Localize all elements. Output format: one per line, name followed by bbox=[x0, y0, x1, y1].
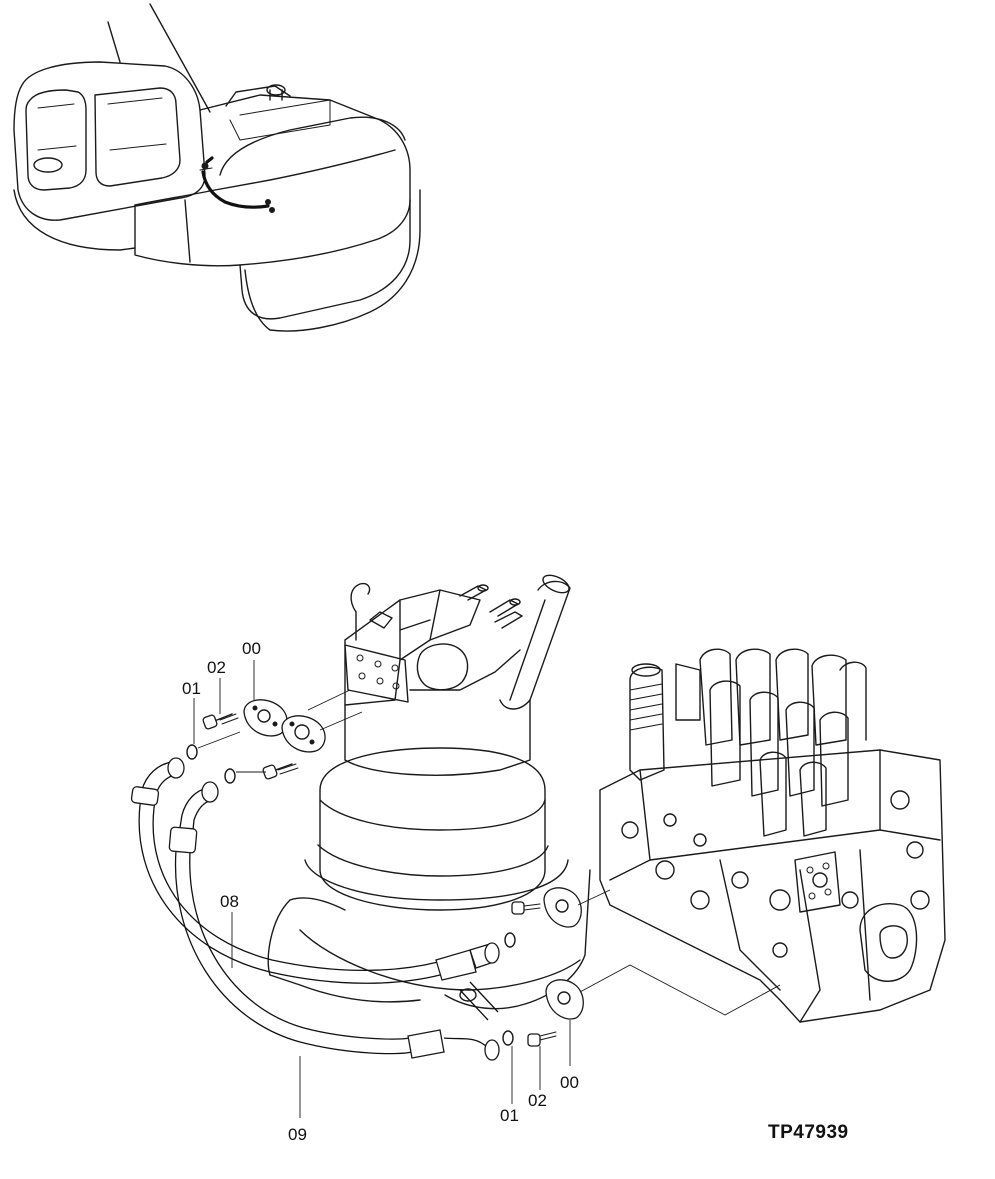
callout-00-lower: 00 bbox=[560, 1073, 579, 1092]
lower-flange-fittings bbox=[502, 887, 781, 1047]
swing-motor-icon bbox=[267, 574, 591, 1010]
figure-code: TP47939 bbox=[768, 1122, 849, 1143]
hoses bbox=[130, 757, 500, 1061]
callout-00-upper: 00 bbox=[242, 639, 261, 658]
control-valve-icon bbox=[599, 648, 946, 1023]
callout-02-lower: 02 bbox=[528, 1091, 547, 1110]
callout-09: 09 bbox=[288, 1125, 307, 1144]
upper-flange-fittings bbox=[186, 689, 363, 784]
callout-08: 08 bbox=[220, 892, 239, 911]
excavator-overview-icon bbox=[13, 3, 421, 332]
callout-02-upper: 02 bbox=[207, 658, 226, 677]
callout-01-upper: 01 bbox=[182, 679, 201, 698]
callouts: 00 02 01 08 09 01 02 00 bbox=[182, 639, 579, 1144]
callout-01-lower: 01 bbox=[500, 1106, 519, 1125]
